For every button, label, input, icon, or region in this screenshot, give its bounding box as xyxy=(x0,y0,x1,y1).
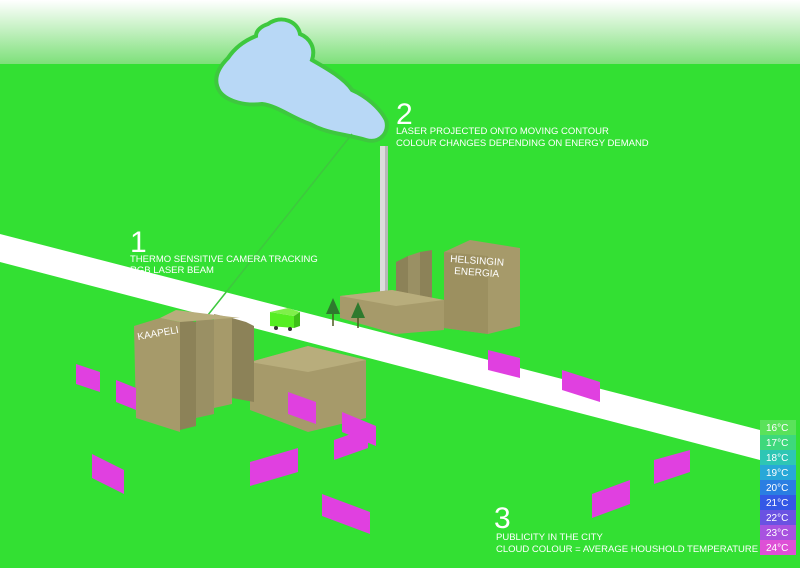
energia-annex-top xyxy=(340,290,444,306)
tree-icon xyxy=(351,302,365,328)
legend-swatch xyxy=(760,525,796,540)
annotation-3-line-1: PUBLICITY IN THE CITY xyxy=(496,532,603,543)
annotation-1-number: 1 xyxy=(130,226,147,259)
helsingin-label-line1: HELSINGIN xyxy=(450,254,505,269)
legend-label: 17°C xyxy=(766,438,788,449)
helsingin-label-line2: ENERGIA xyxy=(454,266,500,280)
laser-beam xyxy=(195,133,353,331)
annotation-2-number: 2 xyxy=(396,98,413,131)
annotation-2-line-1: LASER PROJECTED ONTO MOVING CONTOUR xyxy=(396,126,609,137)
legend-label: 23°C xyxy=(766,528,788,539)
kaapeli-low-wing-top xyxy=(250,346,366,372)
legend-swatch xyxy=(760,480,796,495)
legend-swatch xyxy=(760,435,796,450)
billboard xyxy=(288,392,316,424)
legend-swatch xyxy=(760,540,796,555)
truck-icon xyxy=(270,308,300,331)
legend-label: 24°C xyxy=(766,543,788,554)
cloud-contour xyxy=(214,17,389,143)
annotation-3-line-2: CLOUD COLOUR = AVERAGE HOUSHOLD TEMPERAT… xyxy=(496,544,758,555)
temperature-legend: 16°C 17°C 18°C 19°C 20°C 21°C 22°C 23°C 24°C xyxy=(760,420,796,555)
legend-label: 18°C xyxy=(766,453,788,464)
billboard xyxy=(250,448,298,486)
legend-swatch xyxy=(760,450,796,465)
kaapeli-tower-4 xyxy=(232,318,254,402)
billboard xyxy=(592,480,630,518)
kaapeli-tower-top xyxy=(160,310,240,322)
tree-icon xyxy=(326,298,340,326)
energia-main-front xyxy=(444,252,488,334)
legend-swatch xyxy=(760,465,796,480)
legend-label: 19°C xyxy=(766,468,788,479)
legend-swatch xyxy=(760,510,796,525)
chimney xyxy=(380,146,388,298)
kaapeli-tower-1 xyxy=(180,318,196,430)
billboard xyxy=(92,454,124,494)
billboards xyxy=(76,350,690,534)
annotation-2-line-2: COLOUR CHANGES DEPENDING ON ENERGY DEMAN… xyxy=(396,138,649,149)
annotation-1-line-2: RGB LASER BEAM xyxy=(130,265,214,276)
legend-label: 21°C xyxy=(766,498,788,509)
billboard xyxy=(562,370,600,402)
kaapeli-tower-main xyxy=(134,318,180,432)
legend-label: 22°C xyxy=(766,513,788,524)
road xyxy=(0,234,760,460)
kaapeli-tower-3 xyxy=(214,314,232,408)
billboard xyxy=(116,380,136,410)
billboard xyxy=(76,364,100,392)
billboard xyxy=(488,350,520,378)
sky xyxy=(0,0,800,64)
billboard xyxy=(322,494,370,534)
chimney-shade xyxy=(385,146,388,298)
billboard xyxy=(334,428,368,460)
legend-swatch xyxy=(760,420,796,435)
legend-swatch xyxy=(760,495,796,510)
kaapeli-low-wing xyxy=(250,346,366,432)
annotation-3-number: 3 xyxy=(494,502,511,535)
legend-label: 16°C xyxy=(766,423,788,434)
kaapeli-tower-2 xyxy=(196,316,214,418)
billboard xyxy=(654,450,690,484)
annotation-1-line-1: THERMO SENSITIVE CAMERA TRACKING xyxy=(130,254,318,265)
legend-label: 20°C xyxy=(766,483,788,494)
